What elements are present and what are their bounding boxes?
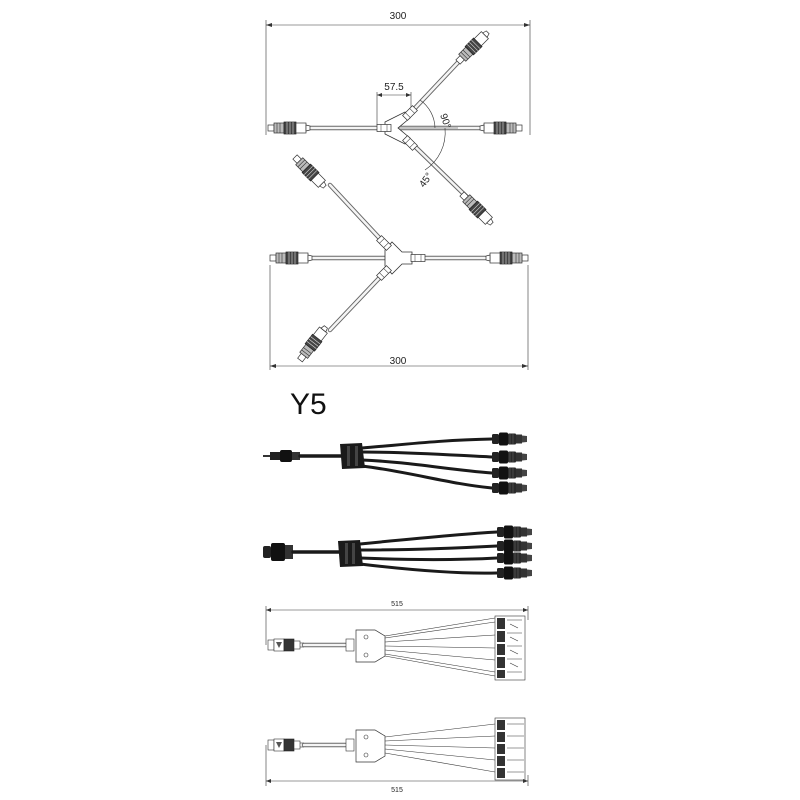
bottom1-length-dimension: 515 bbox=[265, 601, 529, 645]
top-width-label: 300 bbox=[390, 11, 407, 22]
mid-width-dimension: 300 bbox=[269, 265, 529, 370]
mid-width-label: 300 bbox=[390, 356, 407, 367]
y5-drawing-1: 515 bbox=[265, 601, 529, 681]
bottom2-length-label: 515 bbox=[391, 787, 403, 794]
y5-cable-photo-2 bbox=[263, 525, 533, 580]
top-offset-dimension: 57.5 bbox=[376, 82, 412, 125]
top-branch-drawing: 300 57.5 bbox=[265, 11, 531, 229]
model-title: Y5 bbox=[290, 388, 327, 421]
top-width-dimension: 300 bbox=[265, 11, 531, 135]
top-angle-lower-label: 45° bbox=[417, 171, 435, 190]
bottom2-length-dimension: 515 bbox=[265, 745, 529, 794]
bottom1-length-label: 515 bbox=[391, 601, 403, 608]
top-offset-label: 57.5 bbox=[384, 82, 404, 93]
y5-drawing-2: 515 bbox=[265, 717, 529, 794]
mid-branch-drawing: 300 bbox=[269, 152, 529, 370]
y5-cable-photo-1 bbox=[263, 432, 528, 495]
top-angle-upper-label: 90° bbox=[437, 112, 453, 130]
